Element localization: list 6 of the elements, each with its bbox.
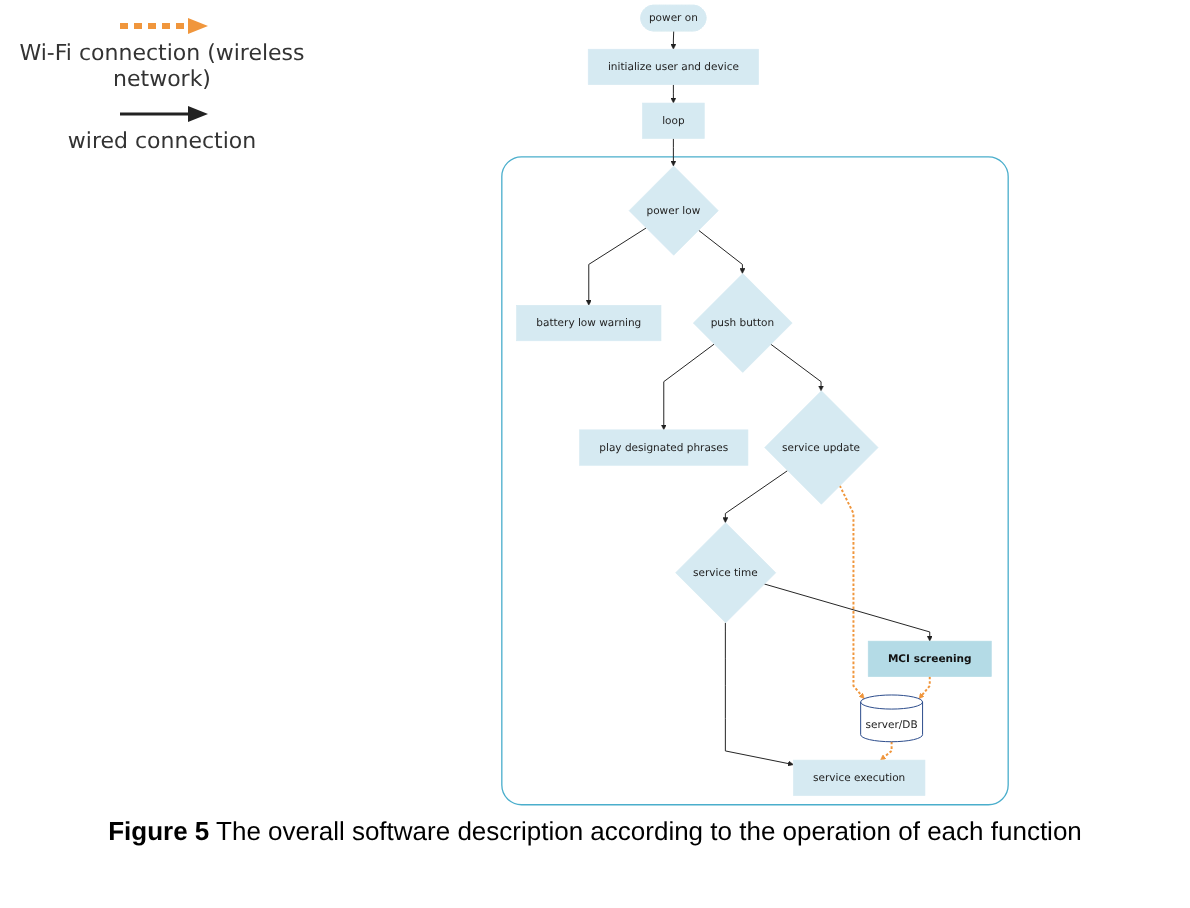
arrow — [880, 740, 893, 761]
arrow — [918, 675, 931, 699]
figure-caption: Figure 5 The overall software description according to the operation of each function — [108, 816, 1082, 846]
legend-text: wired connection — [65, 128, 259, 154]
arrow — [838, 484, 865, 699]
legend-text: Wi-Fi connection (wireless network) — [17, 40, 307, 92]
